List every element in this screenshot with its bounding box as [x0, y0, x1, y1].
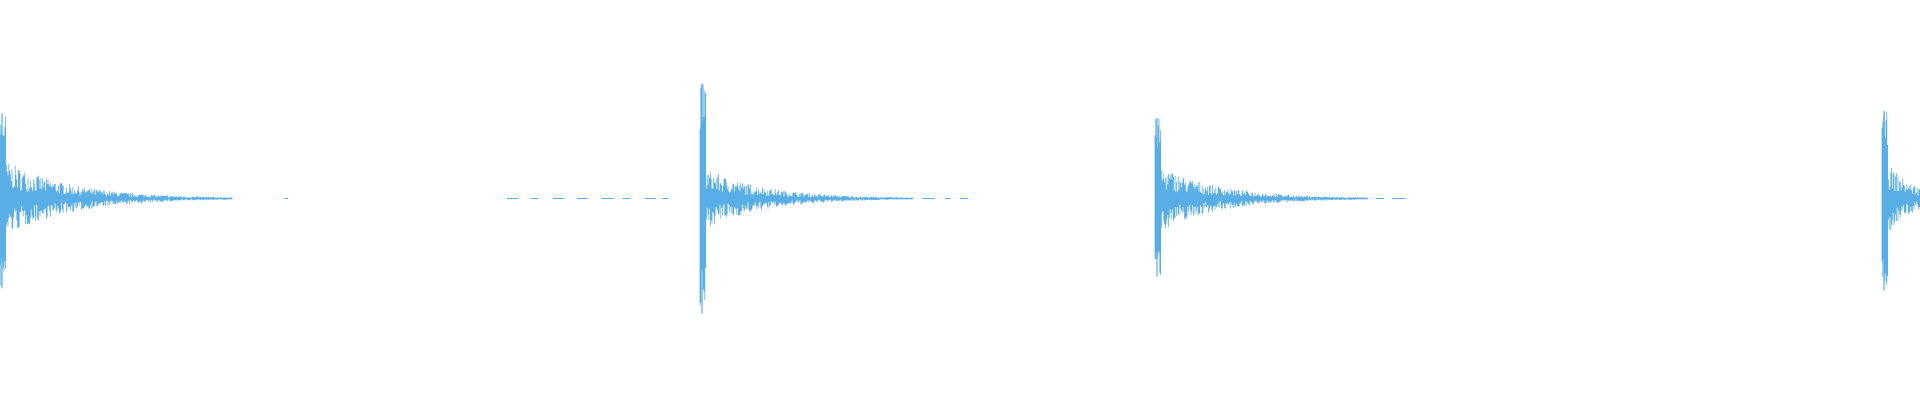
transient-waveform: [1154, 118, 1369, 275]
transient-waveform: [1881, 111, 1920, 285]
transient-hit: [1881, 111, 1920, 291]
transient-waveform: [699, 84, 914, 306]
transient-hit: [699, 83, 914, 314]
transient-hit: [1154, 118, 1369, 277]
transient-waveform: [0, 116, 233, 286]
transient-group: [0, 83, 1920, 314]
transient-hit: [0, 113, 233, 289]
